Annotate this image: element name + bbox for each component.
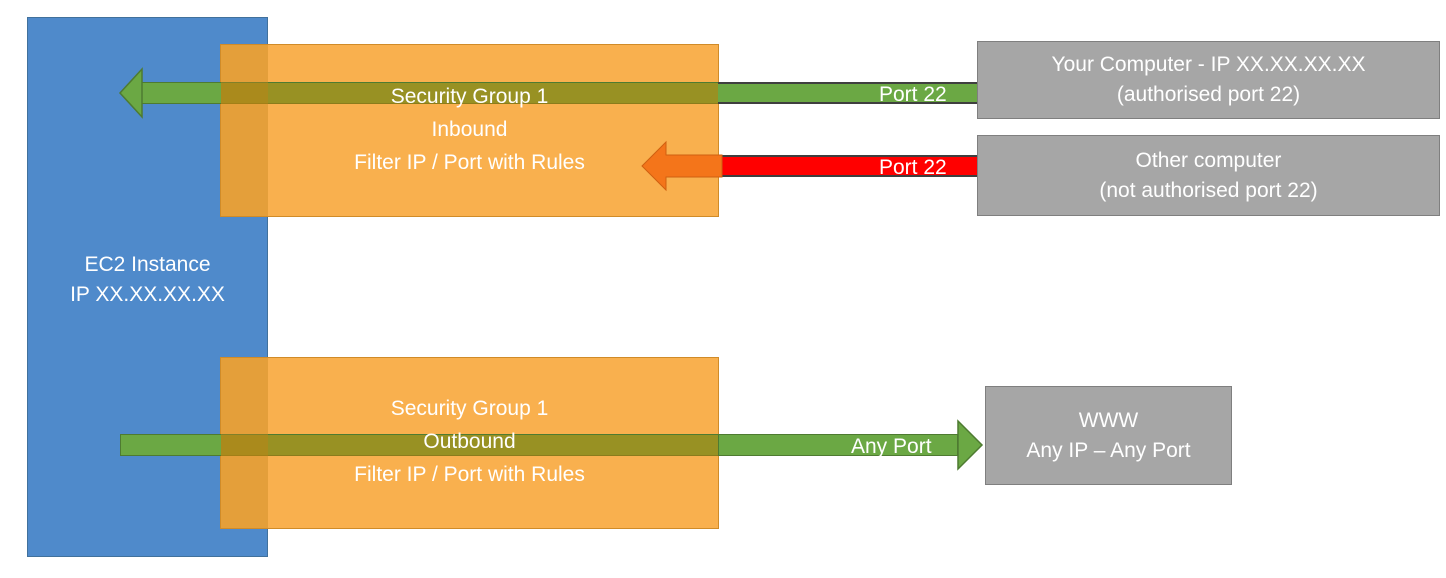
- security-group-inbound-box: [220, 44, 719, 217]
- allowed-outbound-outer-shaft: [718, 434, 958, 456]
- allowed-outbound-inner-shaft: [120, 434, 719, 456]
- allowed-inbound-arrowhead: [118, 67, 143, 119]
- allowed-inbound-outer-shaft: [718, 82, 977, 104]
- endpoint-other-computer: Other computer (not authorised port 22): [977, 135, 1440, 216]
- blocked-inbound-arrowhead: [641, 140, 723, 192]
- allowed-inbound-inner-shaft: [137, 82, 719, 104]
- endpoint-your-computer: Your Computer - IP XX.XX.XX.XX (authoris…: [977, 41, 1440, 119]
- allowed-outbound-arrowhead: [957, 419, 984, 471]
- endpoint-www: WWW Any IP – Any Port: [985, 386, 1232, 485]
- blocked-inbound-red-shaft: [718, 155, 977, 177]
